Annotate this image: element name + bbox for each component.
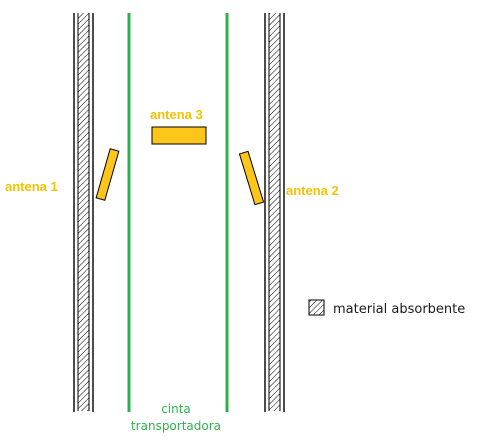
antenna-2-label: antena 2 — [286, 183, 339, 198]
conveyor-belt-label-line1: cinta — [161, 402, 191, 416]
hatched-square-icon — [308, 299, 325, 316]
legend-label: material absorbente — [333, 302, 465, 317]
antenna-1-label: antena 1 — [5, 179, 58, 194]
legend: material absorbente — [308, 299, 465, 317]
right-wall-hatch-fill — [269, 13, 280, 411]
left-wall-hatch-fill — [78, 13, 89, 411]
conveyor-belt-label-line2: transportadora — [131, 419, 221, 433]
antenna-3-label: antena 3 — [150, 107, 203, 122]
antenna-1 — [95, 148, 120, 201]
antenna-2 — [238, 150, 265, 206]
right-absorbent-wall — [264, 13, 285, 412]
left-absorbent-wall — [73, 13, 94, 412]
antenna-3 — [151, 126, 207, 145]
